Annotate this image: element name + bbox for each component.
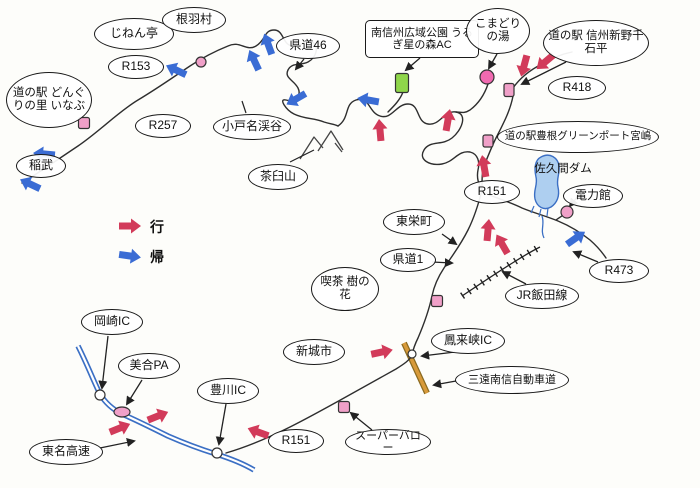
map-label-odona-keikoku: 小戸名渓谷 — [213, 114, 291, 140]
jr-iida-railway — [460, 243, 542, 299]
return-arrow — [562, 225, 590, 251]
chausuyama-mountain-sketch — [299, 130, 344, 160]
waypoint-markers — [77, 56, 574, 459]
stop-miai-pa — [113, 406, 131, 418]
connector-toei-cho — [441, 233, 458, 246]
connector-toyokawa-ic — [215, 403, 227, 446]
connector-jr-iida — [501, 271, 527, 285]
waypoint-toyone — [482, 134, 494, 148]
road-urugi-branch — [387, 91, 404, 113]
legend-return-arrow — [118, 247, 142, 265]
connector-sanen-nanshin — [432, 379, 457, 389]
connector-sengokudaira — [520, 61, 567, 85]
map-label-komadori-no-yu: こまどりの湯 — [466, 8, 530, 54]
sanen-expressway-line — [401, 341, 430, 395]
map-label-sakuma-dam: 佐久間ダム — [534, 162, 592, 175]
campsite-urugi — [394, 72, 410, 94]
connector-miai-pa — [125, 379, 143, 406]
map-label-chausuyama: 茶臼山 — [248, 164, 308, 190]
map-label-sanen-nanshin: 三遠南信自動車道 — [455, 366, 569, 394]
map-label-kendo-46: 県道46 — [276, 33, 340, 59]
map-label-toyone: 道の駅豊根グリーンポート宮嶋 — [497, 121, 659, 153]
legend-go-arrow — [119, 218, 141, 234]
map-label-horaikyo-ic: 鳳来峡IC — [431, 328, 505, 354]
map-label-r473: R473 — [589, 259, 649, 283]
waypoint-neba — [195, 56, 207, 68]
connector-r473 — [572, 250, 599, 263]
label-connectors — [98, 53, 599, 449]
legend-go-label: 行 — [150, 219, 164, 235]
go-arrow — [106, 416, 134, 440]
road-east-to-r473 — [481, 191, 607, 259]
map-label-r153: R153 — [108, 55, 164, 79]
map-label-kissa-kinohana: 喫茶 樹の花 — [311, 267, 379, 311]
connector-komadori — [488, 53, 498, 70]
waypoint-sengokudaira — [503, 82, 515, 98]
waypoint-kinohana — [430, 294, 444, 308]
waypoint-denryokukan — [560, 205, 574, 219]
map-label-miai-pa: 美合PA — [118, 353, 180, 379]
map-label-denryokukan: 電力館 — [563, 184, 623, 208]
road-r151-south — [225, 189, 483, 454]
waypoint-valor — [337, 400, 351, 414]
connector-tomei — [99, 437, 136, 449]
map-label-r151-south: R151 — [268, 429, 324, 453]
map-label-inabu-station: 道の駅 どんぐりの里 いなぶ — [6, 72, 92, 128]
road-komadori-branch — [455, 83, 489, 114]
map-label-r151-north: R151 — [464, 180, 520, 204]
go-arrow — [479, 218, 497, 242]
legend-return-label: 帰 — [150, 249, 164, 265]
return-arrow — [355, 90, 381, 110]
map-label-jr-iida-line: JR飯田線 — [505, 283, 579, 309]
map-label-urugi-ac: 南信州広域公園 うるぎ星の森AC — [365, 20, 479, 58]
junction-toyokawa-ic — [211, 447, 223, 459]
sakuma-lake — [530, 154, 560, 239]
connector-kendo-46 — [294, 58, 305, 71]
go-arrow — [513, 53, 535, 79]
map-label-okazaki-ic: 岡崎IC — [81, 309, 143, 335]
map-label-r418: R418 — [548, 76, 606, 100]
map-label-inabu-town: 稲武 — [16, 154, 66, 178]
go-arrow — [490, 230, 514, 258]
map-label-super-valor: スーパーバロー — [345, 429, 431, 455]
map-label-r257: R257 — [135, 114, 191, 138]
map-label-tomei-kosoku: 東名高速 — [29, 439, 103, 465]
connector-urugi-ac — [404, 57, 421, 72]
waypoint-komadori — [479, 69, 495, 85]
map-label-shinshiro-shi: 新城市 — [283, 339, 345, 365]
connector-odona — [241, 100, 247, 114]
connector-chausuyama — [289, 149, 315, 163]
road-mountain-switchbacks — [337, 98, 483, 191]
return-arrow — [242, 46, 266, 74]
go-arrow — [371, 118, 389, 142]
map-label-kendo-1: 県道1 — [380, 248, 436, 272]
map-label-sengokudaira: 道の駅 信州新野千石平 — [543, 20, 649, 66]
map-label-jinen-tei: じねん亭 — [94, 18, 174, 50]
map-label-neba-mura: 根羽村 — [162, 7, 226, 33]
connector-horaikyo-ic — [420, 350, 456, 360]
connector-super-valor — [349, 411, 373, 431]
junction-okazaki-ic — [94, 389, 106, 401]
connector-okazaki-ic — [98, 335, 109, 390]
map-label-toei-cho: 東栄町 — [383, 209, 445, 235]
go-arrow — [369, 342, 395, 362]
junction-horaikyo-ic — [407, 349, 417, 359]
map-label-toyokawa-ic: 豊川IC — [197, 378, 259, 404]
waypoint-inabu — [77, 116, 91, 130]
